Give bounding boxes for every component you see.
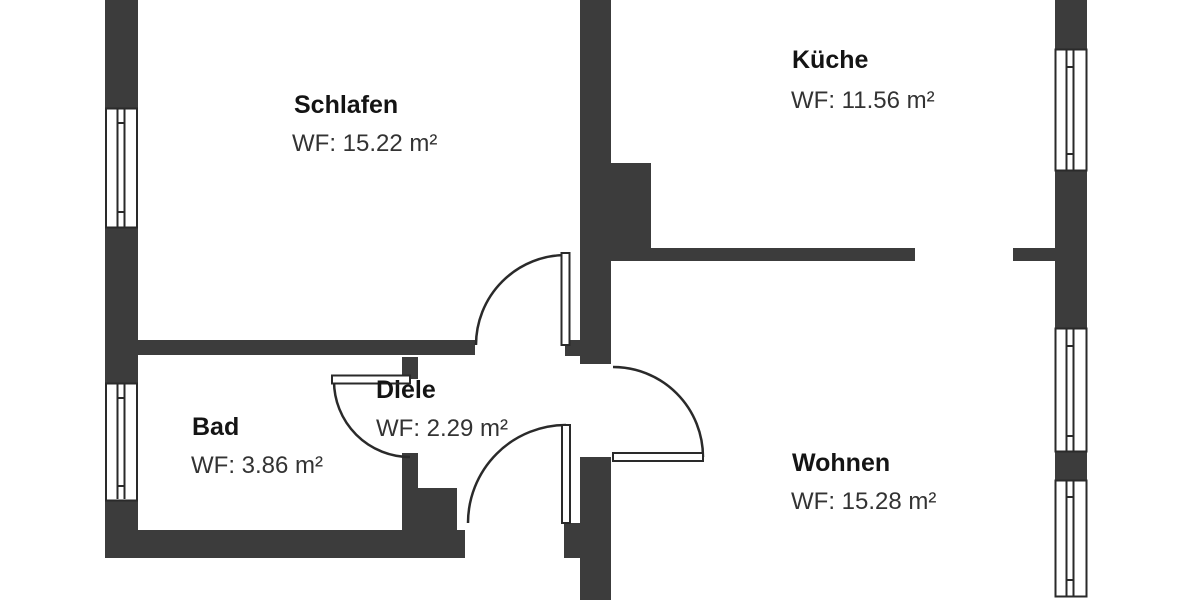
- room-area-bad: WF: 3.86 m²: [191, 452, 324, 479]
- room-label-schlafen: Schlafen: [294, 91, 399, 119]
- left-exterior-wall-top: [105, 0, 138, 108]
- right-exterior-wall-top: [1055, 0, 1087, 49]
- door-symbol-wohnen: [612, 365, 705, 462]
- window-symbol-left-schlafen: [105, 107, 138, 229]
- door-symbol-bad: [331, 374, 411, 459]
- room-label-diele: Diele: [376, 376, 436, 404]
- central-wall-lower: [580, 457, 611, 600]
- bad-bottom-wall: [105, 530, 465, 558]
- window-symbol-right-wohnen-upper: [1054, 327, 1088, 453]
- kueche-wohnen-wall-stub: [1013, 248, 1055, 261]
- room-area-kueche: WF: 11.56 m²: [791, 87, 935, 114]
- room-label-wohnen: Wohnen: [792, 449, 891, 477]
- central-wall-upper: [580, 0, 611, 364]
- right-exterior-wall-lower: [1055, 452, 1087, 480]
- schlafen-bad-wall: [105, 340, 475, 355]
- central-wall-notch: [564, 523, 580, 558]
- walls: [105, 0, 1087, 600]
- room-label-bad: Bad: [192, 413, 240, 441]
- right-exterior-wall-middle: [1055, 171, 1087, 328]
- left-exterior-wall-middle: [105, 228, 138, 383]
- doors: [331, 252, 705, 524]
- room-area-wohnen: WF: 15.28 m²: [791, 488, 937, 515]
- central-wall-pillar: [611, 163, 651, 252]
- bad-diele-wall-lower: [402, 453, 418, 530]
- room-area-diele: WF: 2.29 m²: [376, 415, 509, 442]
- bad-bottom-wall-step: [418, 488, 457, 530]
- window-symbol-right-kueche: [1054, 48, 1088, 172]
- window-symbol-right-wohnen-lower: [1054, 479, 1088, 598]
- windows: [105, 48, 1088, 598]
- window-symbol-left-bad: [105, 382, 138, 502]
- bad-diele-wall-upper: [402, 357, 418, 379]
- kueche-wohnen-wall: [611, 248, 915, 261]
- door-symbol-schlafen: [474, 252, 571, 346]
- door-symbol-diele-south: [466, 423, 571, 524]
- room-label-kueche: Küche: [792, 46, 869, 74]
- room-area-schlafen: WF: 15.22 m²: [292, 130, 438, 157]
